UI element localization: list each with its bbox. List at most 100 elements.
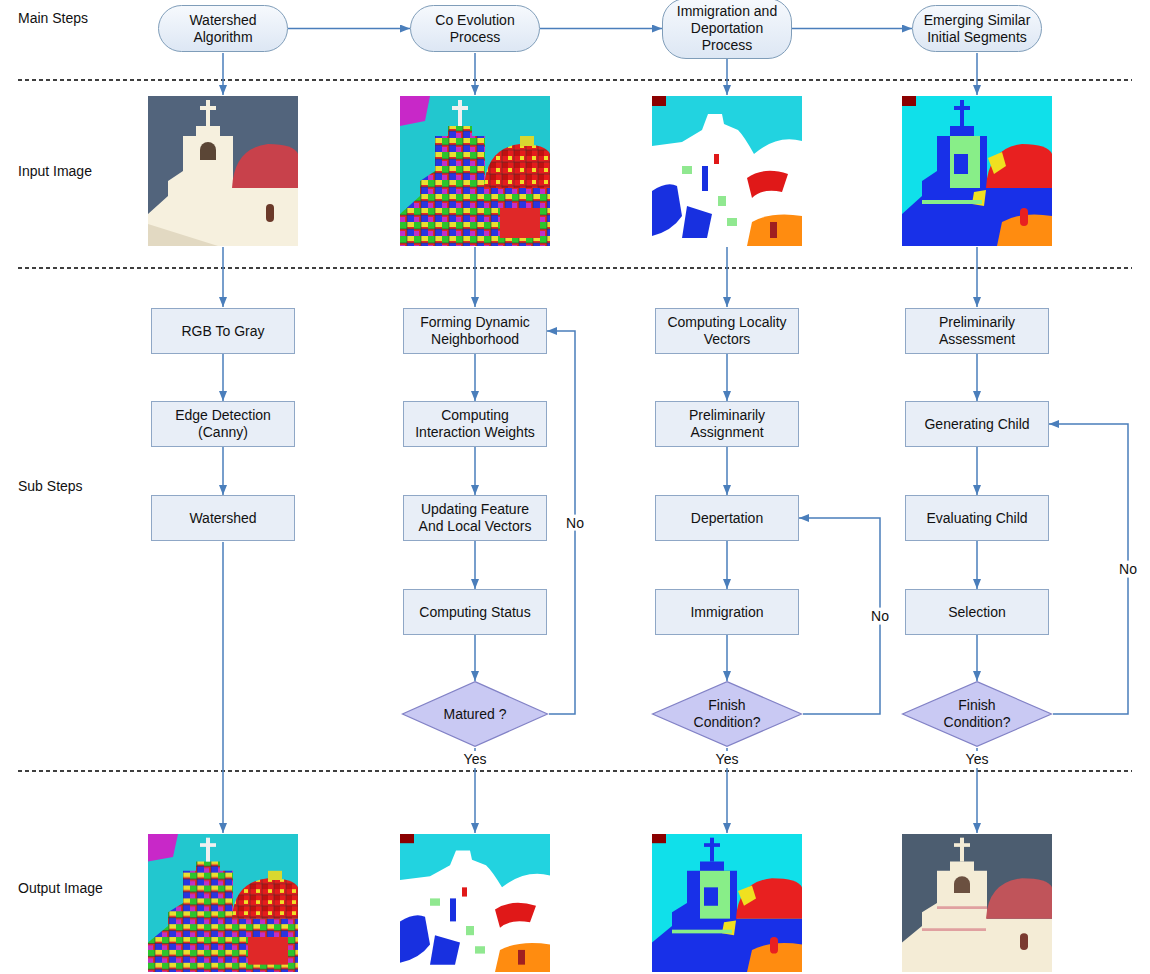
- node-text-group: Evaluating Child: [926, 510, 1027, 527]
- input-image: [902, 96, 1052, 246]
- node-text-group: Watershed: [189, 510, 256, 527]
- node-label: Computing Interaction Weights: [412, 407, 538, 441]
- flow-connector: [726, 635, 728, 681]
- output-image: [902, 834, 1052, 972]
- node-text-group: Generating Child: [924, 416, 1029, 433]
- node-label: Selection: [948, 604, 1006, 621]
- node-text-group: RGB To Gray: [182, 323, 265, 340]
- node-text-group: Finish Condition?: [685, 697, 769, 731]
- node-label: Preliminarily Assignment: [664, 407, 790, 441]
- decision-diamond: Finish Condition?: [651, 681, 803, 747]
- node-label: Finish Condition?: [685, 697, 769, 731]
- flow-connector: [726, 541, 728, 589]
- input-image: [148, 96, 298, 246]
- process-box: Edge Detection (Canny): [151, 401, 295, 447]
- flow-connector: [222, 354, 224, 401]
- flow-connector: [474, 541, 476, 589]
- decision-diamond: Matured ?: [401, 681, 549, 747]
- branch-label: No: [1116, 561, 1140, 578]
- main-step: Co Evolution Process: [410, 5, 540, 52]
- node-label: Edge Detection (Canny): [160, 407, 286, 441]
- node-label: Immigration: [690, 604, 763, 621]
- output-image: [400, 834, 550, 972]
- process-box: Computing Locality Vectors: [655, 308, 799, 354]
- node-label: Matured ?: [443, 706, 506, 723]
- main-step: Emerging Similar Initial Segments: [912, 5, 1042, 52]
- node-label: RGB To Gray: [182, 323, 265, 340]
- node-text-group: Emerging Similar Initial Segments: [923, 12, 1031, 46]
- flow-connector: [474, 635, 476, 681]
- decision-diamond: Finish Condition?: [901, 681, 1053, 747]
- node-text-group: Matured ?: [443, 706, 506, 723]
- input-image: [652, 96, 802, 246]
- process-box: RGB To Gray: [151, 308, 295, 354]
- node-label: Forming Dynamic Neighborhood: [412, 314, 538, 348]
- row-label: Sub Steps: [18, 478, 83, 495]
- node-label: Co Evolution Process: [421, 12, 529, 46]
- row-label: Output Image: [18, 880, 103, 897]
- node-text-group: Edge Detection (Canny): [160, 407, 286, 441]
- node-text-group: Immigration and Deportation Process: [673, 3, 781, 53]
- process-box: Preliminarily Assignment: [655, 401, 799, 447]
- branch-label: Yes: [963, 751, 992, 768]
- node-text-group: Computing Status: [419, 604, 530, 621]
- flow-connector: [792, 28, 912, 30]
- flow-connector: [474, 447, 476, 495]
- process-box: Immigration: [655, 589, 799, 635]
- flow-connector: [976, 635, 978, 681]
- flow-connector: [474, 354, 476, 401]
- node-text-group: Selection: [948, 604, 1006, 621]
- node-label: Updating Feature And Local Vectors: [412, 501, 538, 535]
- main-step: Watershed Algorithm: [158, 5, 288, 52]
- flow-connector: [976, 447, 978, 495]
- main-step: Immigration and Deportation Process: [662, 0, 792, 59]
- branch-label: No: [868, 608, 892, 625]
- node-text-group: Forming Dynamic Neighborhood: [412, 314, 538, 348]
- process-box: Computing Status: [403, 589, 547, 635]
- flow-arrow: [223, 53, 977, 833]
- row-label: Input Image: [18, 163, 92, 180]
- branch-label: Yes: [461, 751, 490, 768]
- node-label: Evaluating Child: [926, 510, 1027, 527]
- node-text-group: Finish Condition?: [935, 697, 1019, 731]
- node-text-group: Computing Interaction Weights: [412, 407, 538, 441]
- node-label: Immigration and Deportation Process: [673, 3, 781, 53]
- node-text-group: Watershed Algorithm: [169, 12, 277, 46]
- row-label: Main Steps: [18, 10, 88, 27]
- node-label: Generating Child: [924, 416, 1029, 433]
- node-text-group: Depertation: [691, 510, 763, 527]
- node-text-group: Preliminarily Assessment: [914, 314, 1040, 348]
- node-text-group: Computing Locality Vectors: [664, 314, 790, 348]
- flow-connector: [976, 354, 978, 401]
- process-box: Selection: [905, 589, 1049, 635]
- node-text-group: Updating Feature And Local Vectors: [412, 501, 538, 535]
- process-box: Evaluating Child: [905, 495, 1049, 541]
- flow-connector: [288, 28, 410, 30]
- node-label: Emerging Similar Initial Segments: [923, 12, 1031, 46]
- process-box: Updating Feature And Local Vectors: [403, 495, 547, 541]
- process-box: Computing Interaction Weights: [403, 401, 547, 447]
- process-box: Preliminarily Assessment: [905, 308, 1049, 354]
- process-box: Generating Child: [905, 401, 1049, 447]
- section-divider: [18, 80, 1132, 771]
- branch-label: Yes: [713, 751, 742, 768]
- branch-label: No: [563, 514, 587, 531]
- flow-connector: [540, 28, 662, 30]
- node-text-group: Immigration: [690, 604, 763, 621]
- node-text-group: Co Evolution Process: [421, 12, 529, 46]
- flow-connector: [726, 447, 728, 495]
- flow-connector: [222, 447, 224, 495]
- node-text-group: Preliminarily Assignment: [664, 407, 790, 441]
- process-box: Depertation: [655, 495, 799, 541]
- node-label: Computing Locality Vectors: [664, 314, 790, 348]
- node-label: Depertation: [691, 510, 763, 527]
- node-label: Watershed: [189, 510, 256, 527]
- input-image: [400, 96, 550, 246]
- output-image: [148, 834, 298, 972]
- flow-connector: [726, 354, 728, 401]
- flow-connector: [976, 541, 978, 589]
- node-label: Preliminarily Assessment: [914, 314, 1040, 348]
- process-box: Watershed: [151, 495, 295, 541]
- output-image: [652, 834, 802, 972]
